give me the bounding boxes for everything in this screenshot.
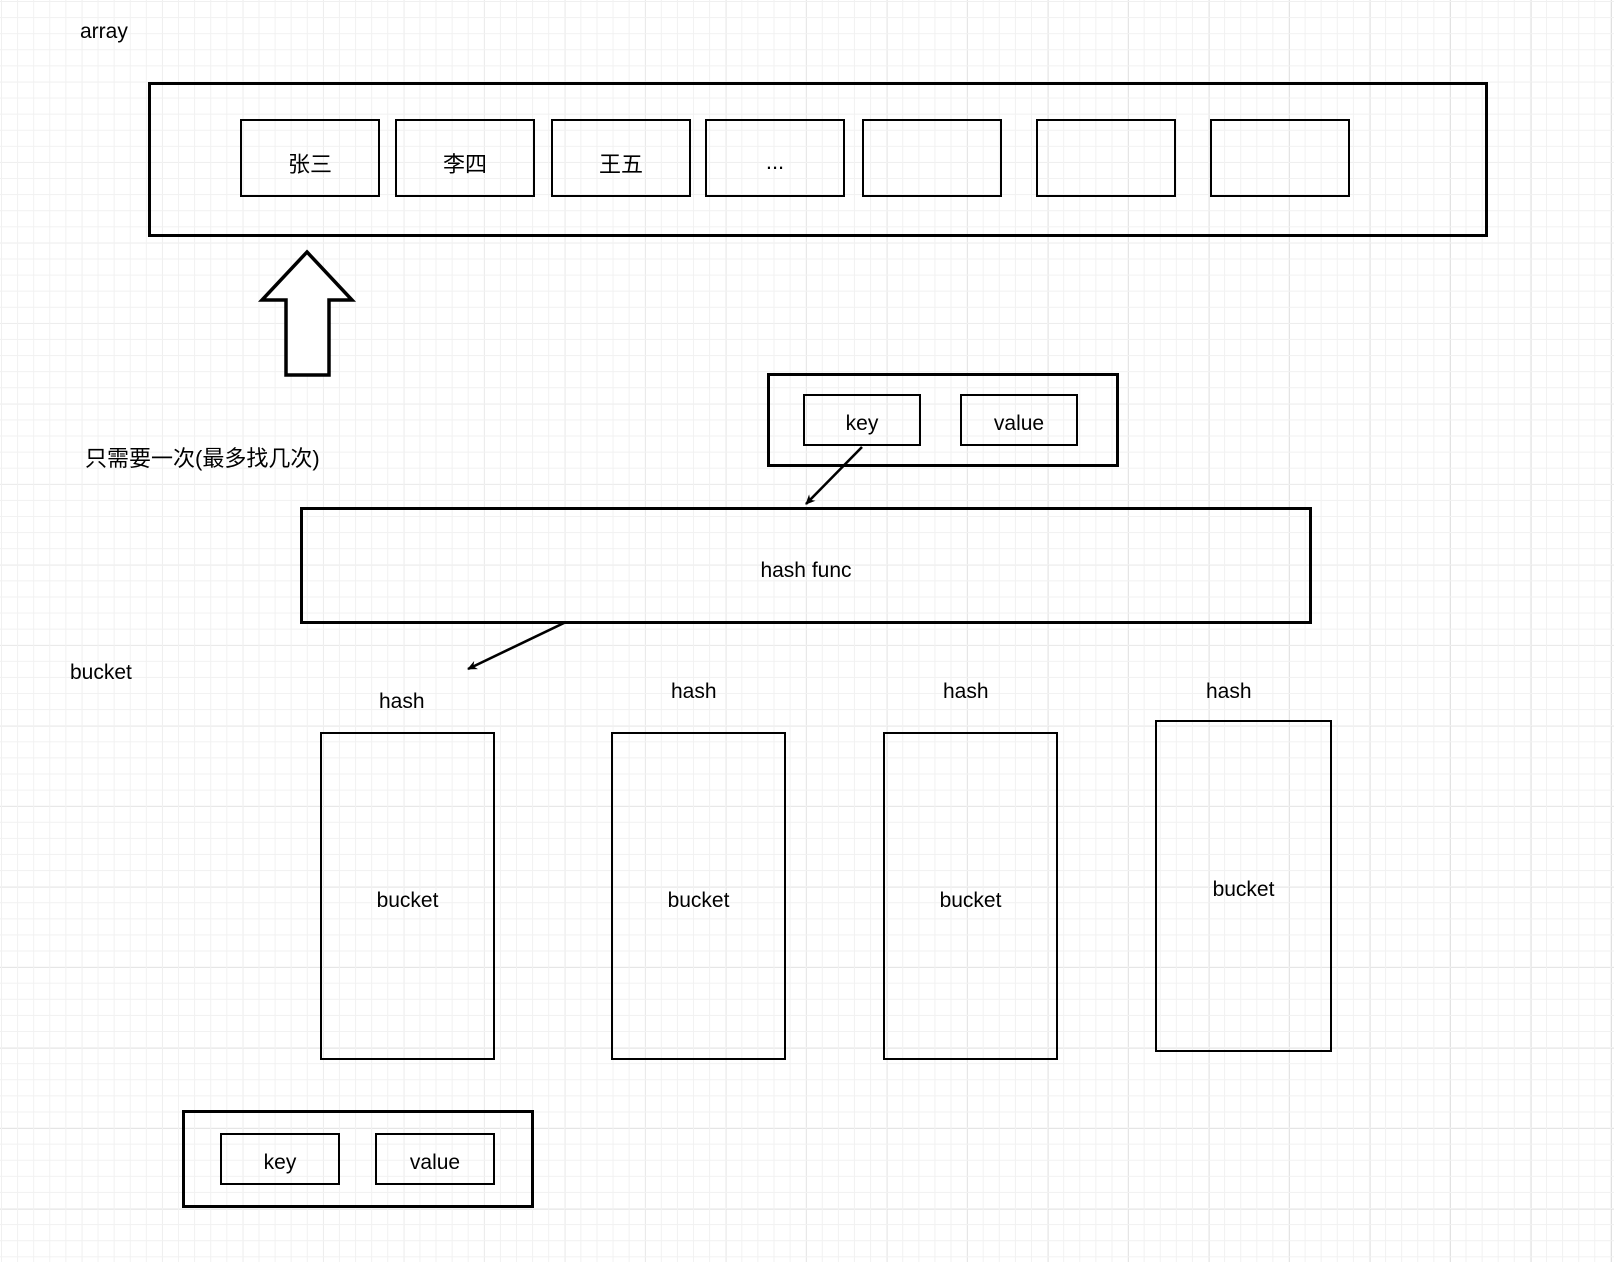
bucket-label: bucket [376, 889, 439, 912]
hash-label-2: hash [671, 680, 717, 703]
bucket-box-1[interactable]: bucket [320, 732, 495, 1060]
array-cell[interactable]: 张三 [240, 119, 380, 197]
hash-func-box[interactable]: hash func [300, 507, 1312, 624]
hash-func-label: hash func [760, 559, 852, 582]
value-box-top[interactable]: value [960, 394, 1078, 446]
bucket-label: bucket [939, 889, 1002, 912]
bucket-label: bucket [667, 889, 730, 912]
key-label: key [845, 412, 879, 435]
hash-label-1: hash [379, 690, 425, 713]
array-cell[interactable] [1210, 119, 1350, 197]
array-cell-label: ... [765, 149, 785, 174]
array-cell-label: 王五 [598, 152, 643, 177]
value-label: value [993, 412, 1045, 435]
value-box-bottom[interactable]: value [375, 1133, 495, 1185]
array-cell-label: 李四 [442, 152, 487, 177]
value-label: value [409, 1151, 461, 1174]
array-cell-label: 张三 [287, 152, 332, 177]
hash-label-4: hash [1206, 680, 1252, 703]
hashfunc-to-bucket-arrow [467, 620, 567, 671]
key-box-bottom[interactable]: key [220, 1133, 340, 1185]
bucket-box-2[interactable]: bucket [611, 732, 786, 1060]
array-cell[interactable] [1036, 119, 1176, 197]
block-up-arrow-icon [257, 249, 357, 377]
array-cell[interactable]: 李四 [395, 119, 535, 197]
kv-pair-container-top [767, 373, 1119, 467]
array-cell[interactable] [862, 119, 1002, 197]
hash-label-3: hash [943, 680, 989, 703]
key-box-top[interactable]: key [803, 394, 921, 446]
kv-pair-container-bottom [182, 1110, 534, 1208]
bucket-label: bucket [1212, 878, 1275, 901]
array-cell[interactable]: 王五 [551, 119, 691, 197]
array-label: array [80, 20, 128, 43]
bucket-group-label: bucket [70, 661, 132, 684]
bucket-box-3[interactable]: bucket [883, 732, 1058, 1060]
bucket-box-4[interactable]: bucket [1155, 720, 1332, 1052]
key-label: key [263, 1151, 297, 1174]
note-lookup-count: 只需要一次(最多找几次) [85, 446, 320, 471]
array-cell[interactable]: ... [705, 119, 845, 197]
array-container [148, 82, 1488, 237]
